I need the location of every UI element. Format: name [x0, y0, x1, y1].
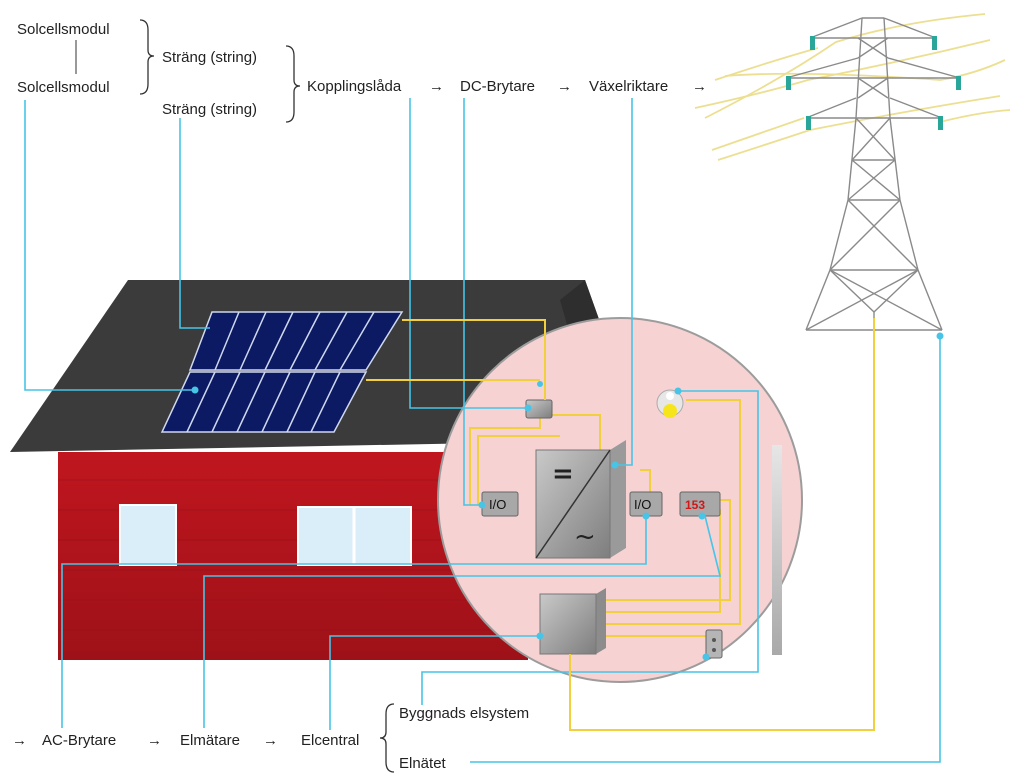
io-switch-right-label: I/O	[634, 497, 651, 512]
label-building-system: Byggnads elsystem	[399, 705, 529, 722]
io-switch-right: I/O	[629, 491, 663, 517]
label-meter: Elmätare	[180, 732, 240, 749]
io-switch-left-label: I/O	[489, 497, 506, 512]
power-socket	[705, 629, 723, 659]
label-string-bottom: Sträng (string)	[162, 101, 257, 118]
solar-panel-lower	[160, 371, 368, 433]
connector-dots	[191, 332, 944, 661]
label-ac-breaker: AC-Brytare	[42, 732, 116, 749]
brace-modules	[139, 19, 155, 95]
label-junction-box: Kopplingslåda	[307, 78, 402, 95]
inset-pipe	[772, 445, 782, 655]
power-pylon	[694, 13, 1011, 331]
power-lines-yellow	[366, 318, 875, 731]
solar-array	[160, 311, 404, 433]
labels: Solcellsmodul Solcellsmodul Sträng (stri…	[12, 19, 707, 773]
label-module-bottom: Solcellsmodul	[17, 79, 110, 96]
inverter-unit: = ~	[535, 440, 626, 559]
pylon-insulators	[786, 36, 961, 130]
solar-panel-upper	[188, 311, 404, 371]
distribution-box	[539, 588, 606, 655]
label-inverter: Växelriktare	[589, 78, 668, 95]
brace-strings	[285, 45, 301, 123]
zoom-inset: = ~ I/O I/O 153	[437, 317, 803, 683]
io-switch-left: I/O	[481, 491, 519, 517]
arrow-5: →	[147, 732, 162, 749]
arrow-4: →	[12, 732, 27, 749]
lamp-icon	[656, 389, 684, 418]
label-panel: Elcentral	[301, 732, 359, 749]
power-lines	[694, 13, 1011, 161]
label-grid: Elnätet	[399, 755, 447, 772]
window-left	[119, 504, 177, 566]
inverter-dc-symbol: =	[552, 459, 574, 489]
inverter-ac-symbol: ~	[574, 522, 596, 552]
arrow-3: →	[692, 78, 707, 95]
brace-outputs	[379, 703, 395, 773]
label-string-top: Sträng (string)	[162, 49, 257, 66]
arrow-1: →	[429, 78, 444, 95]
meter-display: 153	[685, 498, 705, 512]
connector-lines	[24, 98, 941, 763]
arrow-2: →	[557, 78, 572, 95]
arrow-6: →	[263, 732, 278, 749]
label-module-top: Solcellsmodul	[17, 21, 110, 38]
electricity-meter: 153	[679, 491, 721, 517]
label-dc-breaker: DC-Brytare	[460, 78, 535, 95]
